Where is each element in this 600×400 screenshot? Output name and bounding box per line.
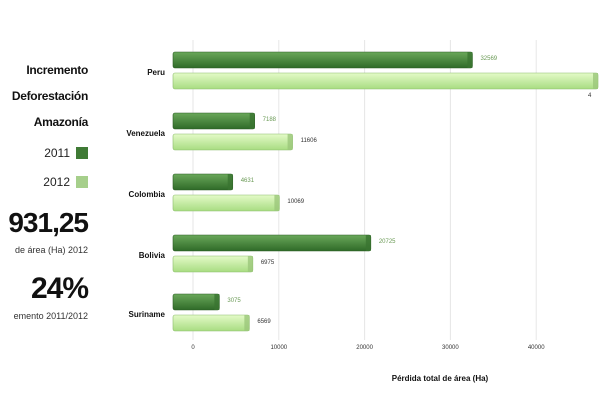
x-tick-label: 30000 [442, 345, 459, 351]
x-tick-label: 10000 [270, 345, 287, 351]
bar-end-cap [274, 195, 280, 211]
stat-total: 931,25 [8, 207, 89, 238]
bar-2011 [172, 293, 220, 311]
bar-2012 [172, 194, 280, 212]
bar-2012 [172, 314, 250, 332]
x-tick-label: 0 [191, 345, 195, 351]
bar-end-cap [467, 52, 473, 68]
bar-2011 [172, 112, 255, 130]
legend-swatch [76, 147, 88, 159]
title-line: Incremento [26, 63, 88, 77]
bar-2011 [172, 234, 372, 252]
x-tick-label: 20000 [356, 345, 373, 351]
category-label: Bolivia [139, 251, 166, 260]
x-tick-label: 40000 [528, 345, 545, 351]
x-axis-title: Pérdida total de área (Ha) [392, 374, 489, 383]
legend-label: 2012 [43, 175, 70, 189]
bar-2012 [172, 255, 254, 273]
bar-end-cap [287, 134, 293, 150]
legend-swatch [76, 176, 88, 188]
data-label: 20725 [379, 239, 396, 245]
data-label: 6569 [257, 319, 271, 325]
data-label: 7188 [263, 117, 277, 123]
legend-2012: 2012 [43, 175, 88, 189]
data-label: 6975 [261, 260, 275, 266]
data-label: 11606 [301, 138, 318, 144]
bar-2011 [172, 51, 473, 69]
category-label: Colombia [129, 190, 166, 199]
data-label: 4631 [241, 178, 255, 184]
bar-2011 [172, 173, 234, 191]
category-label: Peru [147, 68, 165, 77]
stat-increase: 24% [30, 272, 89, 305]
bar-end-cap [244, 315, 250, 331]
bar-end-cap [247, 256, 253, 272]
bar-end-cap [365, 235, 371, 251]
category-label: Suriname [129, 310, 166, 319]
title-line: Deforestación [11, 89, 88, 103]
stat-increase-label: emento 2011/2012 [13, 311, 88, 321]
bar-end-cap [593, 73, 598, 89]
data-label: 4 [588, 93, 592, 99]
bar-2012 [172, 133, 293, 151]
legend-label: 2011 [44, 146, 70, 160]
data-label: 10069 [287, 199, 304, 205]
bar-end-cap [249, 113, 255, 129]
summary-panel: Incremento Deforestación Amazonía 2011 2… [0, 0, 89, 330]
bar-end-cap [214, 294, 220, 310]
bar-end-cap [227, 174, 233, 190]
title-line: Amazonía [33, 115, 89, 129]
bar-2012 [172, 72, 599, 90]
category-label: Venezuela [126, 129, 165, 138]
data-label: 32569 [480, 56, 497, 62]
data-label: 3075 [227, 298, 241, 304]
stat-total-label: de área (Ha) 2012 [14, 245, 88, 255]
legend-2011: 2011 [44, 146, 88, 160]
